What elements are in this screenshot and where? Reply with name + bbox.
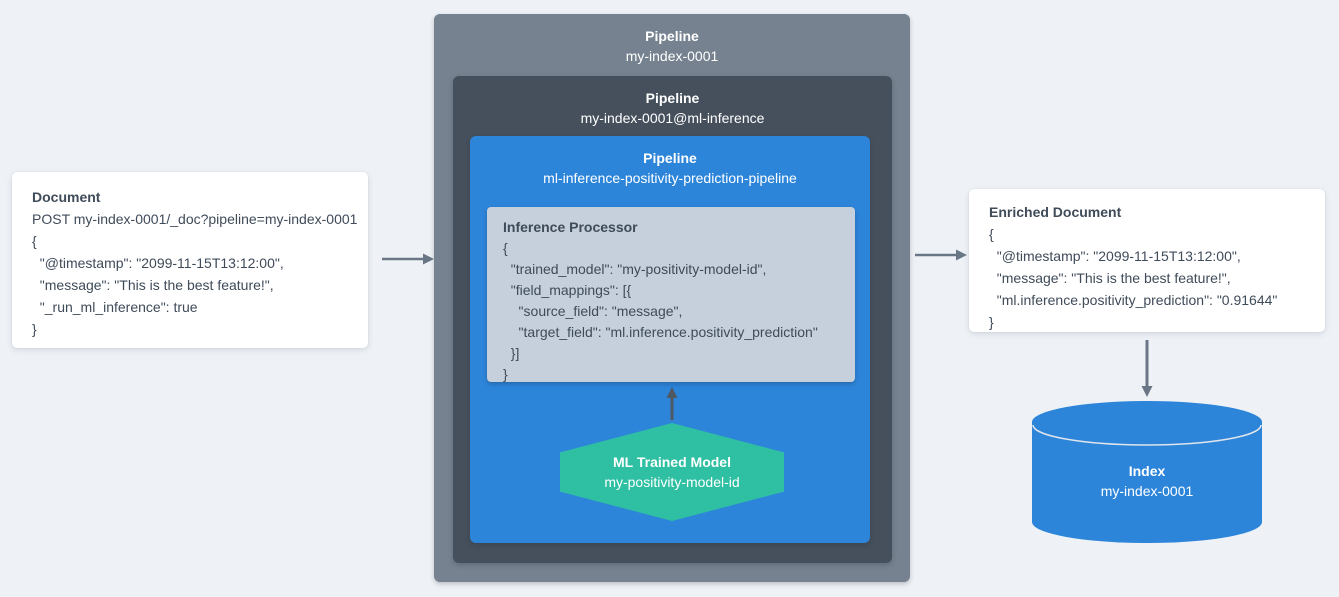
enriched-line: "@timestamp": "2099-11-15T13:12:00",	[989, 248, 1241, 264]
index-label: Index my-index-0001	[1032, 420, 1262, 543]
processor-line: {	[503, 240, 508, 256]
enriched-line: {	[989, 226, 994, 242]
processor-line: }	[503, 366, 508, 382]
pipeline-name: my-index-0001	[625, 48, 719, 64]
pipeline-outer-box: Pipeline my-index-0001 Pipeline my-index…	[434, 14, 910, 582]
enriched-line: "ml.inference.positivity_prediction": "0…	[989, 292, 1278, 308]
ml-trained-model-hexagon: ML Trained Model my-positivity-model-id	[560, 423, 784, 521]
ml-model-title: ML Trained Model	[613, 454, 731, 470]
document-line: "@timestamp": "2099-11-15T13:12:00",	[32, 255, 284, 271]
arrow-down-icon	[1141, 340, 1153, 397]
document-line: {	[32, 233, 37, 249]
enriched-line: }	[989, 314, 994, 330]
pipeline-name: my-index-0001@ml-inference	[580, 110, 765, 126]
enriched-line: "message": "This is the best feature!",	[989, 270, 1231, 286]
document-line: POST my-index-0001/_doc?pipeline=my-inde…	[32, 211, 358, 227]
pipeline-title: Pipeline	[645, 28, 699, 44]
pipeline-title: Pipeline	[645, 90, 700, 106]
arrow-up-icon	[666, 387, 678, 420]
processor-line: "source_field": "message",	[503, 303, 683, 319]
document-line: "message": "This is the best feature!",	[32, 277, 274, 293]
pipeline-inner-box: Pipeline ml-inference-positivity-predict…	[470, 136, 870, 543]
processor-line: "target_field": "ml.inference.positivity…	[503, 324, 818, 340]
ml-model-name: my-positivity-model-id	[604, 474, 740, 490]
processor-line: }]	[503, 345, 520, 361]
pipeline-outer-header: Pipeline my-index-0001	[434, 14, 910, 66]
arrow-right-icon	[915, 249, 967, 261]
pipeline-inner-header: Pipeline ml-inference-positivity-predict…	[470, 136, 870, 188]
document-line: "_run_ml_inference": true	[32, 299, 198, 315]
pipeline-middle-box: Pipeline my-index-0001@ml-inference Pipe…	[453, 76, 892, 563]
inference-processor-card: Inference Processor { "trained_model": "…	[487, 207, 855, 382]
pipeline-middle-header: Pipeline my-index-0001@ml-inference	[453, 76, 892, 128]
enriched-document-title: Enriched Document	[989, 204, 1122, 220]
arrow-right-icon	[382, 253, 434, 265]
inference-processor-title: Inference Processor	[503, 219, 638, 235]
processor-line: "trained_model": "my-positivity-model-id…	[503, 261, 767, 277]
document-line: }	[32, 321, 37, 337]
pipeline-name: ml-inference-positivity-prediction-pipel…	[543, 170, 797, 186]
index-name: my-index-0001	[1100, 483, 1194, 499]
index-title: Index	[1128, 463, 1166, 479]
processor-line: "field_mappings": [{	[503, 282, 632, 298]
pipeline-title: Pipeline	[643, 150, 697, 166]
enriched-document-card: Enriched Document { "@timestamp": "2099-…	[969, 189, 1325, 332]
document-card-title: Document	[32, 189, 101, 205]
index-cylinder-icon	[1032, 401, 1262, 543]
document-card: Document POST my-index-0001/_doc?pipelin…	[12, 172, 368, 348]
